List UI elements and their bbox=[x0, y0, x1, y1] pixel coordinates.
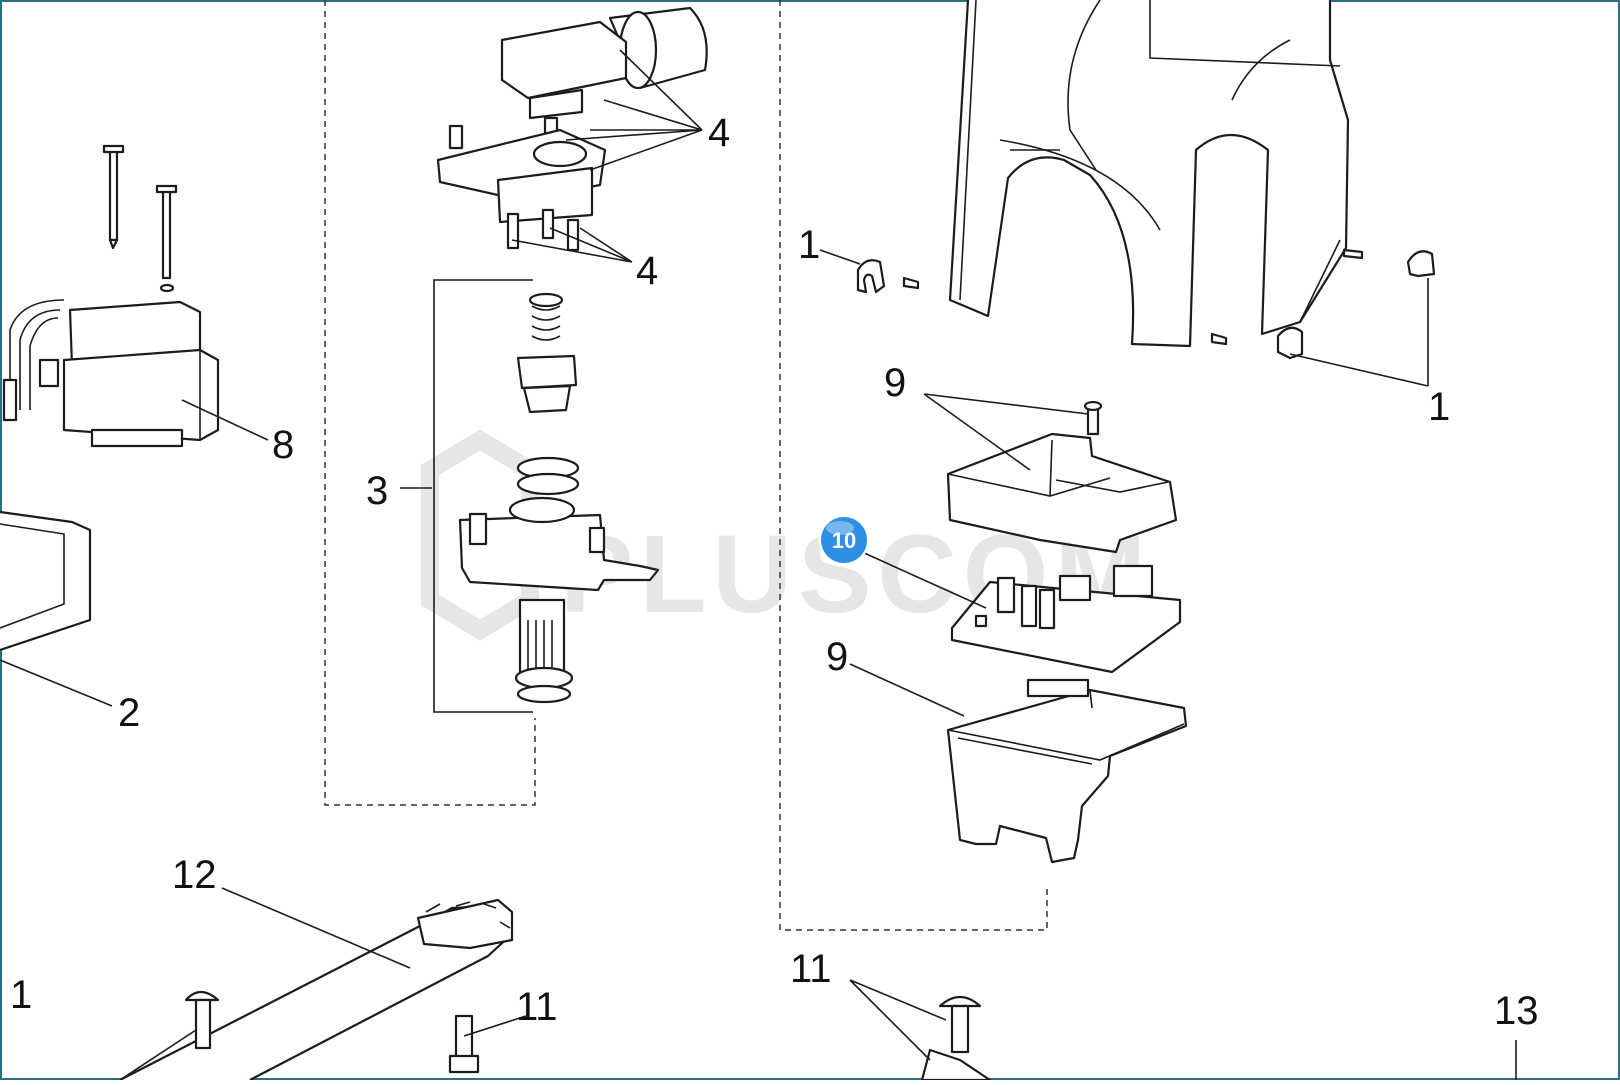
callout-3: 3 bbox=[366, 469, 388, 513]
leader-12-bolt bbox=[119, 1029, 197, 1081]
part-bottom-box bbox=[946, 678, 1188, 864]
callout-8: 8 bbox=[272, 423, 294, 467]
callout-2: 2 bbox=[118, 691, 140, 735]
hotspot-10-button[interactable]: 10 bbox=[819, 515, 869, 565]
group-outline-electronics bbox=[779, 0, 1048, 931]
callout-4a: 4 bbox=[708, 111, 730, 155]
part-base-plate bbox=[0, 510, 92, 652]
part-control-board bbox=[950, 564, 1182, 674]
leader-11a bbox=[463, 1015, 527, 1037]
callout-12: 12 bbox=[172, 853, 217, 897]
hotspot-circle[interactable] bbox=[819, 515, 869, 565]
leader-12 bbox=[221, 887, 411, 969]
hotspot-label[interactable]: 10 bbox=[832, 528, 856, 553]
part-drive-arm bbox=[119, 898, 514, 1081]
leader-1b bbox=[1289, 278, 1429, 387]
leader-9b bbox=[849, 663, 965, 717]
callout-1b: 1 bbox=[1428, 385, 1450, 429]
leader-10 bbox=[861, 551, 987, 609]
part-screws-pair bbox=[102, 144, 178, 293]
part-transformer bbox=[2, 299, 220, 448]
part-electronics-cover bbox=[946, 400, 1178, 554]
leader-1a bbox=[819, 249, 861, 265]
callout-9a: 9 bbox=[884, 361, 906, 405]
part-motor-gearbox bbox=[436, 6, 708, 252]
callout-11a: 11 bbox=[516, 985, 558, 1029]
leader-4a bbox=[565, 49, 703, 171]
leader-9a bbox=[923, 393, 1089, 471]
group-outline-motor bbox=[324, 0, 536, 806]
part-clip-right bbox=[1210, 248, 1436, 360]
part-bolts bbox=[184, 990, 992, 1082]
hotspot-shine bbox=[826, 521, 854, 535]
part-gear-assembly bbox=[458, 292, 660, 704]
leader-4b bbox=[511, 227, 633, 263]
callout-13: 13 bbox=[1494, 989, 1539, 1033]
callout-1c: 1 bbox=[10, 973, 32, 1017]
leader-2 bbox=[0, 659, 113, 707]
leader-8 bbox=[181, 399, 269, 441]
bracket-group-3 bbox=[433, 279, 533, 713]
callout-11b: 11 bbox=[790, 947, 832, 991]
leader-11b bbox=[849, 979, 947, 1061]
callout-1a: 1 bbox=[798, 223, 820, 267]
part-housing-cover bbox=[948, 0, 1350, 348]
callout-4b: 4 bbox=[636, 249, 658, 293]
callout-9b: 9 bbox=[826, 635, 848, 679]
part-clip-left bbox=[856, 259, 920, 294]
